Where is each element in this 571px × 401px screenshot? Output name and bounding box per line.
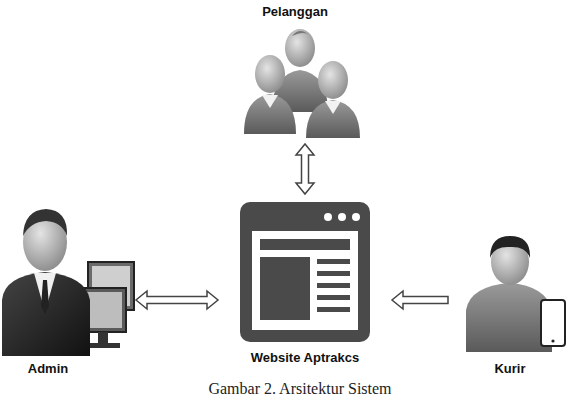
hollow-arrow: [136, 291, 218, 309]
node-label: Admin: [28, 361, 68, 376]
hollow-arrow: [296, 144, 314, 194]
admin-node: Admin: [2, 198, 132, 376]
figure-caption: Gambar 2. Arsitektur Sistem: [208, 380, 391, 398]
hollow-arrow: [392, 291, 448, 309]
courier-icon: [466, 236, 565, 352]
node-label: Pelanggan: [262, 4, 328, 19]
customer-node: Pelanggan: [245, 2, 365, 140]
courier-node: Kurir: [452, 226, 566, 376]
node-label: Website Aptrakcs: [251, 350, 359, 365]
admin-icon: [2, 209, 134, 356]
customer-group-icon: [244, 29, 360, 138]
browser-window-icon: [240, 202, 370, 342]
node-label: Kurir: [494, 361, 525, 376]
website-node: Website Aptrakcs: [222, 198, 388, 368]
